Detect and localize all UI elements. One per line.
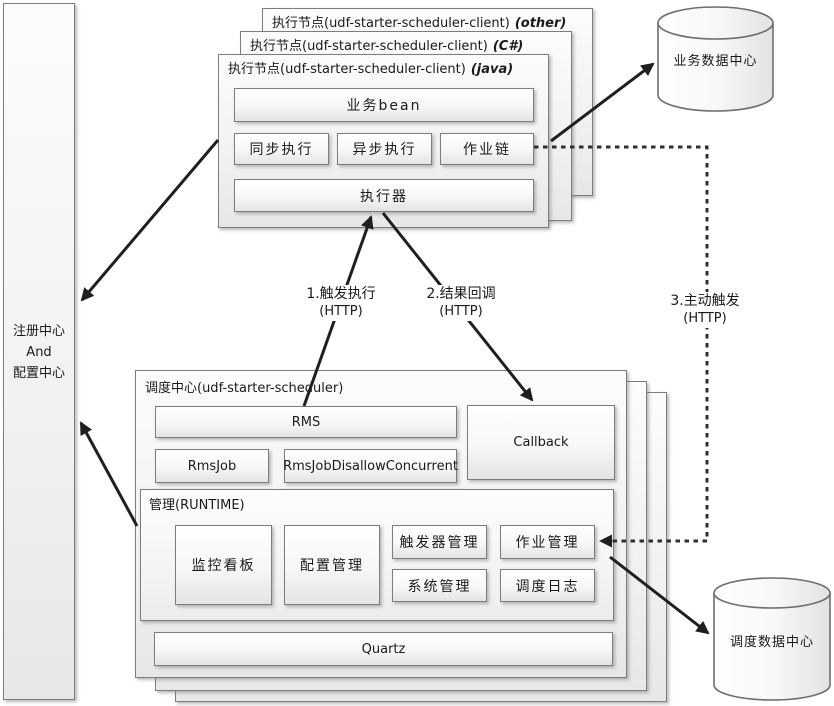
scheduler-title: 调度中心(udf-starter-scheduler) [145, 381, 344, 396]
rms-box: RMS [155, 406, 457, 438]
flow-label-result-callback: 2.结果回调 (HTTP) [416, 285, 506, 321]
flow-label-line1: 2.结果回调 [426, 286, 496, 302]
registry-line: 配置中心 [12, 365, 65, 381]
callback-box: Callback [467, 405, 615, 480]
registry-config-label: 注册中心 And 配置中心 [3, 322, 75, 384]
registry-config-panel [3, 3, 75, 700]
exec-node-layer-java: 执行节点(udf-starter-scheduler-client) (java)… [218, 54, 549, 228]
schedule-log-box: 调度日志 [500, 569, 595, 602]
exec-node-title-text: 执行节点(udf-starter-scheduler-client) [228, 62, 466, 77]
exec-node-variant: (java) [470, 62, 514, 77]
runtime-management-label: 管理(RUNTIME) [149, 498, 245, 513]
arrow-execnode-to-registry [80, 139, 220, 302]
system-management-box: 系统管理 [392, 569, 487, 602]
flow-label-manual-trigger: 3.主动触发 (HTTP) [647, 292, 763, 328]
flow-label-line1: 3.主动触发 [670, 293, 740, 309]
job-chain-box: 作业链 [440, 133, 534, 165]
monitor-dashboard-box: 监控看板 [175, 525, 272, 605]
rmsjob-disallow-box: RmsJobDisallowConcurrent [283, 449, 458, 483]
exec-node-title-java: 执行节点(udf-starter-scheduler-client) (java) [228, 58, 513, 77]
flow-label-line2: (HTTP) [319, 303, 363, 319]
trigger-management-box: 触发器管理 [392, 525, 487, 559]
flow-label-trigger-execution: 1.触发执行 (HTTP) [296, 285, 386, 321]
config-management-box: 配置管理 [284, 525, 380, 605]
exec-node-title-text: 执行节点(udf-starter-scheduler-client) [250, 39, 488, 54]
exec-node-title-text: 执行节点(udf-starter-scheduler-client) [272, 16, 510, 31]
registry-line: And [26, 344, 52, 360]
exec-node-variant: (other) [514, 16, 567, 31]
registry-line: 注册中心 [12, 324, 65, 339]
exec-node-title-csharp: 执行节点(udf-starter-scheduler-client) (C#) [250, 35, 523, 54]
arrow-scheduler-to-registry [79, 421, 139, 527]
runtime-management-group: 管理(RUNTIME) 监控看板 配置管理 触发器管理 作业管理 系统管理 调度… [140, 489, 614, 621]
schedule-db-label: 调度数据中心 [729, 635, 814, 650]
exec-node-variant: (C#) [492, 39, 524, 54]
exec-node-title-other: 执行节点(udf-starter-scheduler-client) (other… [272, 12, 566, 31]
async-exec-box: 异步执行 [337, 133, 432, 165]
executor-box: 执行器 [234, 179, 534, 212]
sync-exec-box: 同步执行 [234, 133, 329, 165]
flow-label-line2: (HTTP) [439, 303, 483, 319]
quartz-box: Quartz [154, 632, 613, 666]
business-bean-box: 业务bean [234, 88, 534, 122]
scheduler-layer-front: 调度中心(udf-starter-scheduler) RMS Callback… [135, 370, 627, 678]
business-db-label: 业务数据中心 [673, 54, 758, 69]
rmsjob-box: RmsJob [155, 449, 269, 483]
job-management-box: 作业管理 [500, 525, 595, 559]
flow-label-line1: 1.触发执行 [306, 286, 376, 302]
flow-label-line2: (HTTP) [683, 310, 727, 326]
